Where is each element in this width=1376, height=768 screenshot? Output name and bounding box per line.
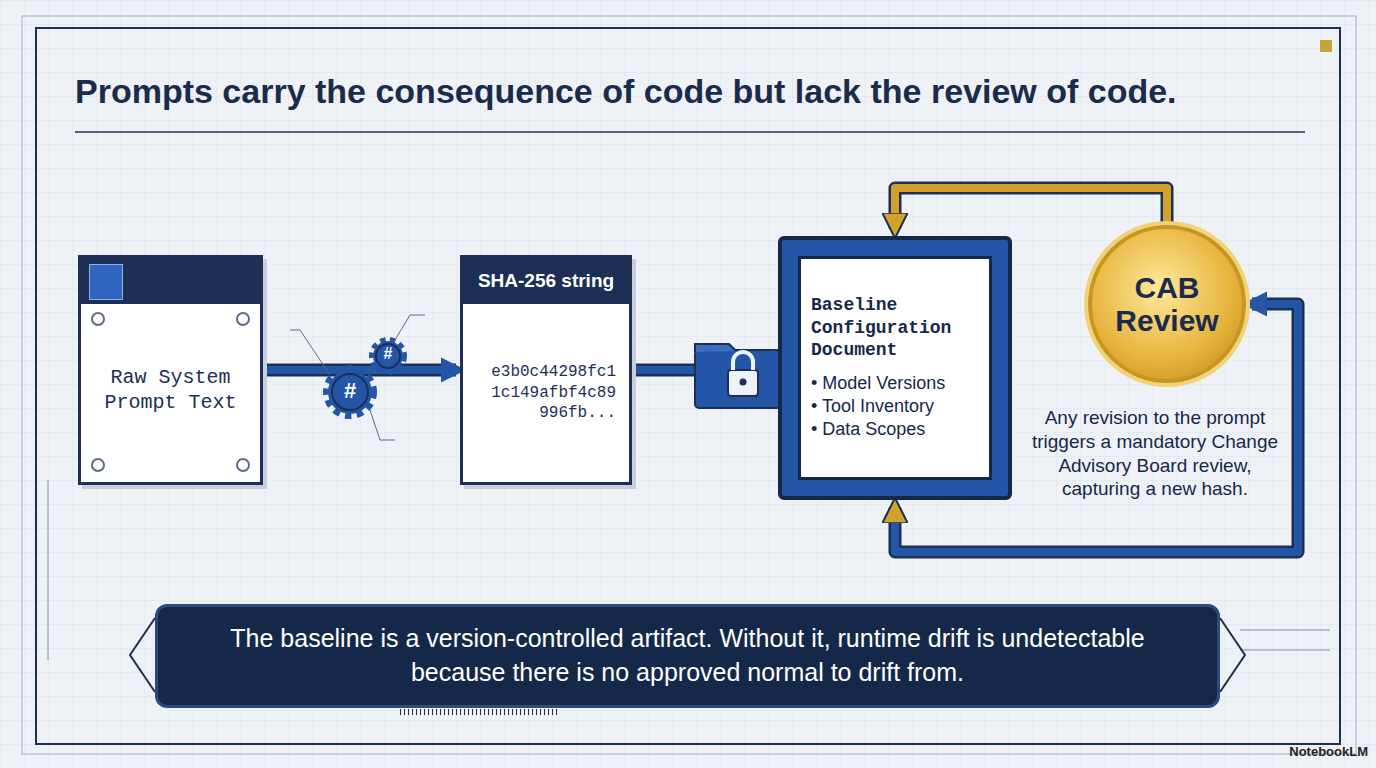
screw-dot [91,312,105,326]
bullet-item: • Model Versions [811,372,979,395]
bullet-item: • Data Scopes [811,418,979,441]
prompt-text: Raw System Prompt Text [93,365,248,415]
connector-outline [895,188,1167,228]
document-sheet: Baseline Configuration Document • Model V… [798,256,992,480]
doc-icon [89,264,123,300]
hash-value: e3b0c44298fc1 1c149afbf4c89 996fb... [476,362,616,424]
screw-dot [236,458,250,472]
gear-symbol: # [338,378,362,404]
screw-dot [236,312,250,326]
slide-title: Prompts carry the consequence of code bu… [75,72,1177,111]
caption-band: The baseline is a version-controlled art… [155,604,1220,708]
seal-text: CAB Review [1110,271,1224,337]
watermark: NotebookLM [1289,744,1368,759]
review-seal: CAB Review [1088,225,1246,383]
box-body: e3b0c44298fc1 1c149afbf4c89 996fb... [463,304,629,482]
screw-dot [91,458,105,472]
box-heading: SHA-256 string [463,258,629,304]
bullet-item: • Tool Inventory [811,395,979,418]
document-box: Raw System Prompt Text [78,255,263,485]
gear-symbol: # [379,345,397,363]
box-heading: Baseline Configuration Document [811,294,979,362]
note-text: Any revision to the prompt triggers a ma… [1030,406,1280,501]
hash-box: SHA-256 string e3b0c44298fc1 1c149afbf4c8… [460,255,632,485]
caption-text: The baseline is a version-controlled art… [198,622,1177,690]
flow-arrow [895,188,1167,228]
baseline-document: Baseline Configuration Document • Model V… [778,236,1012,500]
